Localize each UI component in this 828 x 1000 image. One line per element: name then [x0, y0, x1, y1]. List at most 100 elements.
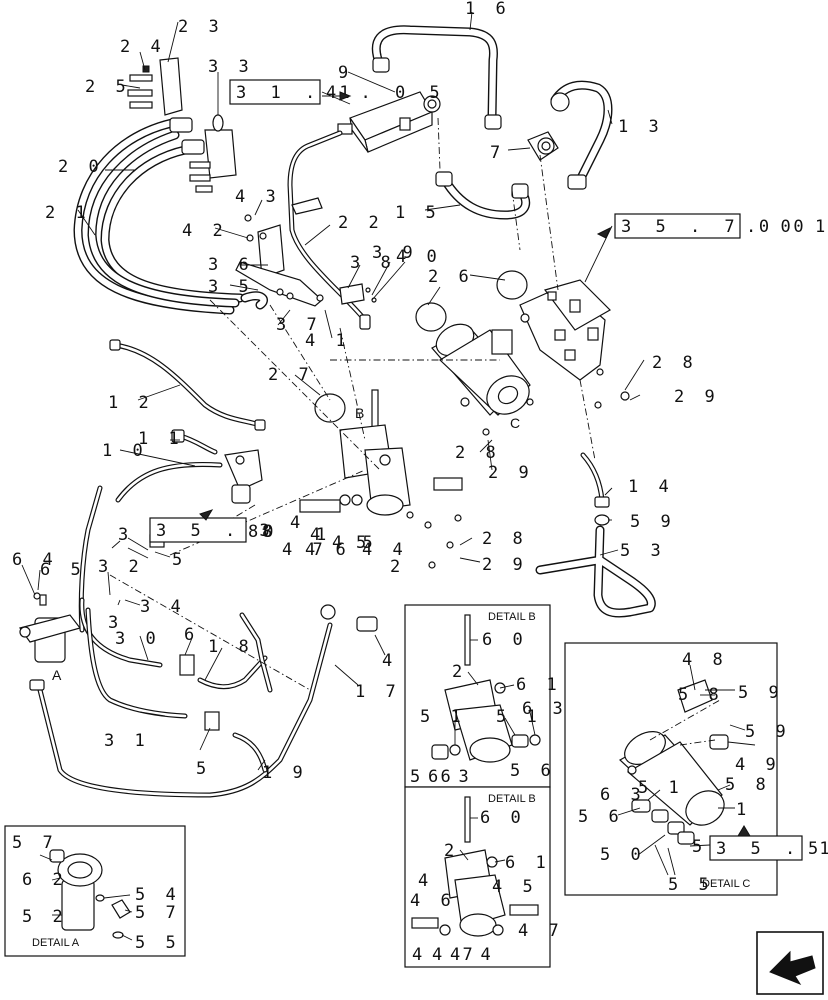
callout-5a: 5 — [172, 550, 187, 570]
callout-37: 3 7 — [276, 315, 322, 335]
callout-26: 2 6 — [428, 267, 474, 287]
callout-58b: 5 8 — [725, 775, 771, 795]
callout-13: 1 3 — [618, 117, 664, 137]
callout-55b: 5 5 — [135, 933, 181, 953]
callout-33: 3 3 — [208, 57, 254, 77]
detail-b2-parts — [411, 796, 539, 937]
callout-60a: 6 0 — [482, 630, 528, 650]
callout-27: 2 7 — [268, 365, 314, 385]
callout-58a: 5 8 — [678, 685, 724, 705]
callout-46a: 4 6 — [305, 540, 351, 560]
callout-56c: 5 6 — [578, 807, 624, 827]
callout-19: 1 9 — [262, 763, 308, 783]
callout-61a: 6 1 — [516, 675, 562, 695]
filter-a — [19, 592, 82, 663]
callout-52: 5 2 — [22, 907, 68, 927]
callout-44a: 4 4 — [362, 540, 408, 560]
callout-2b: 2 — [452, 662, 467, 682]
callout-14: 1 4 — [628, 477, 674, 497]
detail-a-caption: DETAIL A — [32, 937, 80, 949]
callout-63a: 6 3 — [522, 699, 568, 719]
callout-56a: 5 6 — [410, 767, 456, 787]
callout-45a: 4 5 — [332, 533, 378, 553]
tube-11 — [171, 429, 218, 455]
detail-c-caption: DETAIL C — [702, 878, 750, 890]
callout-16: 1 6 — [465, 0, 511, 19]
callout-3a: 3 — [118, 525, 133, 545]
callout-64: 6 4 — [12, 550, 58, 570]
ref-35-10[interactable]: 3 5 . 1 0 5 — [709, 825, 828, 861]
ref-35-3-boxed: 3 5 . 3 — [156, 521, 277, 541]
callout-15: 1 5 — [395, 203, 441, 223]
callout-54: 5 4 — [135, 885, 181, 905]
control-valve-block — [519, 279, 630, 409]
callout-3b: 3 — [108, 613, 123, 633]
motor-b — [299, 389, 463, 569]
callout-4d: 4 — [412, 945, 427, 965]
callout-labels: 1 6 2 3 2 4 2 5 3 3 9 1 3 7 2 0 2 1 4 3 … — [12, 0, 786, 965]
callout-5c: 5 — [692, 837, 707, 857]
callout-60b: 6 0 — [480, 808, 526, 828]
callout-28c: 2 8 — [482, 529, 528, 549]
callout-8: 8 — [262, 522, 277, 542]
callout-11: 1 1 — [138, 429, 184, 449]
callout-57a: 5 7 — [12, 833, 58, 853]
callout-47a: 4 7 — [282, 540, 328, 560]
ref-31-1-boxed: 3 1 . 1 — [236, 83, 357, 103]
fitting-block-80 — [224, 449, 263, 504]
callout-61b: 6 1 — [505, 853, 551, 873]
tube-10 — [115, 461, 223, 503]
next-page-arrow-icon[interactable] — [756, 931, 824, 995]
callout-20: 2 0 — [58, 157, 104, 177]
callout-48: 4 8 — [682, 650, 728, 670]
hose-20-21 — [73, 118, 268, 315]
callout-55a: 5 5 — [668, 875, 714, 895]
tubes-30-31 — [79, 534, 378, 773]
ref-35-3[interactable]: 3 5 . 3 — [149, 509, 277, 543]
callout-38: 3 8 — [350, 253, 396, 273]
detail-b1-parts — [431, 614, 541, 763]
manifold-23 — [127, 57, 237, 193]
label-c: C — [510, 415, 520, 431]
callout-5b: 5 — [196, 759, 211, 779]
callout-62: 6 2 — [22, 870, 68, 890]
callout-12: 1 2 — [108, 393, 154, 413]
callout-4c: 4 — [418, 871, 433, 891]
callout-1: 1 — [736, 800, 751, 820]
detail-c-parts — [617, 664, 756, 876]
callout-2a: 2 — [390, 557, 405, 577]
callout-31: 3 1 — [104, 731, 150, 751]
callout-49: 4 9 — [735, 755, 781, 775]
callout-6: 6 — [184, 625, 199, 645]
callout-65: 6 5 — [40, 560, 86, 580]
callout-59a: 5 9 — [630, 512, 676, 532]
tube-15 — [435, 171, 531, 220]
detail-a-box — [4, 825, 186, 957]
callout-44b: 4 4 — [450, 945, 496, 965]
callout-63b: 6 3 — [428, 767, 474, 787]
callout-29b: 2 9 — [488, 463, 534, 483]
callout-46b: 4 6 — [410, 891, 456, 911]
ref-35-10-boxed: 3 5 . 1 0 — [716, 839, 828, 859]
callout-22: 2 2 — [338, 213, 384, 233]
callout-4b: 4 — [382, 651, 397, 671]
callout-40: 4 0 — [396, 247, 442, 267]
ref-31-1-rest: 4 . 0 5 — [326, 83, 447, 103]
ref-31-1[interactable]: 3 1 . 1 4 . 0 5 — [229, 79, 447, 105]
callout-51b: 5 1 — [496, 707, 542, 727]
callout-47b: 4 7 — [518, 921, 564, 941]
callout-39: 3 9 — [372, 243, 418, 263]
callout-28b: 2 8 — [455, 443, 501, 463]
callout-34: 3 4 — [140, 597, 186, 617]
pump-26 — [431, 323, 534, 436]
callout-24: 2 4 — [120, 37, 166, 57]
o-ring-27 — [314, 393, 346, 423]
callout-59b: 5 9 — [738, 683, 784, 703]
ref-35-700[interactable]: 3 5 . 7 0 0 . 0 1 ( — [596, 213, 828, 239]
callout-36: 3 6 — [208, 255, 254, 275]
tube-13 — [550, 80, 613, 190]
detail-a-parts — [39, 849, 133, 941]
callout-28a: 2 8 — [652, 353, 698, 373]
callout-7: 7 — [490, 143, 505, 163]
